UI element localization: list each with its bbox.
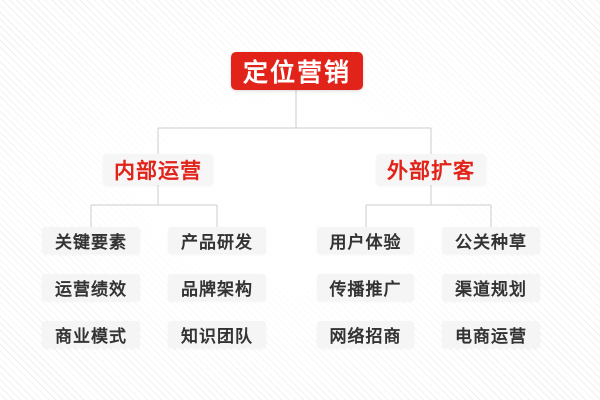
branch-node-internal-operations: 内部运营: [103, 154, 213, 185]
root-node-positioning-marketing: 定位营销: [231, 52, 363, 90]
leaf-node: 关键要素: [42, 227, 140, 254]
leaf-node: 传播推广: [317, 274, 414, 301]
leaf-node: 运营绩效: [42, 274, 140, 301]
leaf-node: 品牌架构: [168, 274, 266, 301]
connector-root: [157, 90, 432, 154]
connector-internal-branch: [90, 185, 218, 227]
leaf-node: 商业模式: [42, 321, 140, 348]
branch-node-label: 外部扩客: [387, 159, 475, 183]
leaf-node: 产品研发: [168, 227, 266, 254]
leaf-node: 公关种草: [442, 227, 540, 254]
branch-node-external-expansion: 外部扩客: [376, 154, 486, 185]
branch-node-label: 内部运营: [114, 159, 202, 183]
leaf-node: 用户体验: [317, 227, 414, 254]
leaf-node: 知识团队: [168, 321, 266, 348]
leaf-node: 电商运营: [442, 321, 540, 348]
root-node-label: 定位营销: [242, 59, 351, 87]
external-leaf-group: 用户体验 公关种草 传播推广 渠道规划 网络招商 电商运营: [317, 227, 540, 348]
leaf-node: 渠道规划: [442, 274, 540, 301]
connector-external-branch: [365, 185, 492, 227]
internal-leaf-group: 关键要素 产品研发 运营绩效 品牌架构 商业模式 知识团队: [42, 227, 266, 348]
leaf-node: 网络招商: [317, 321, 414, 348]
